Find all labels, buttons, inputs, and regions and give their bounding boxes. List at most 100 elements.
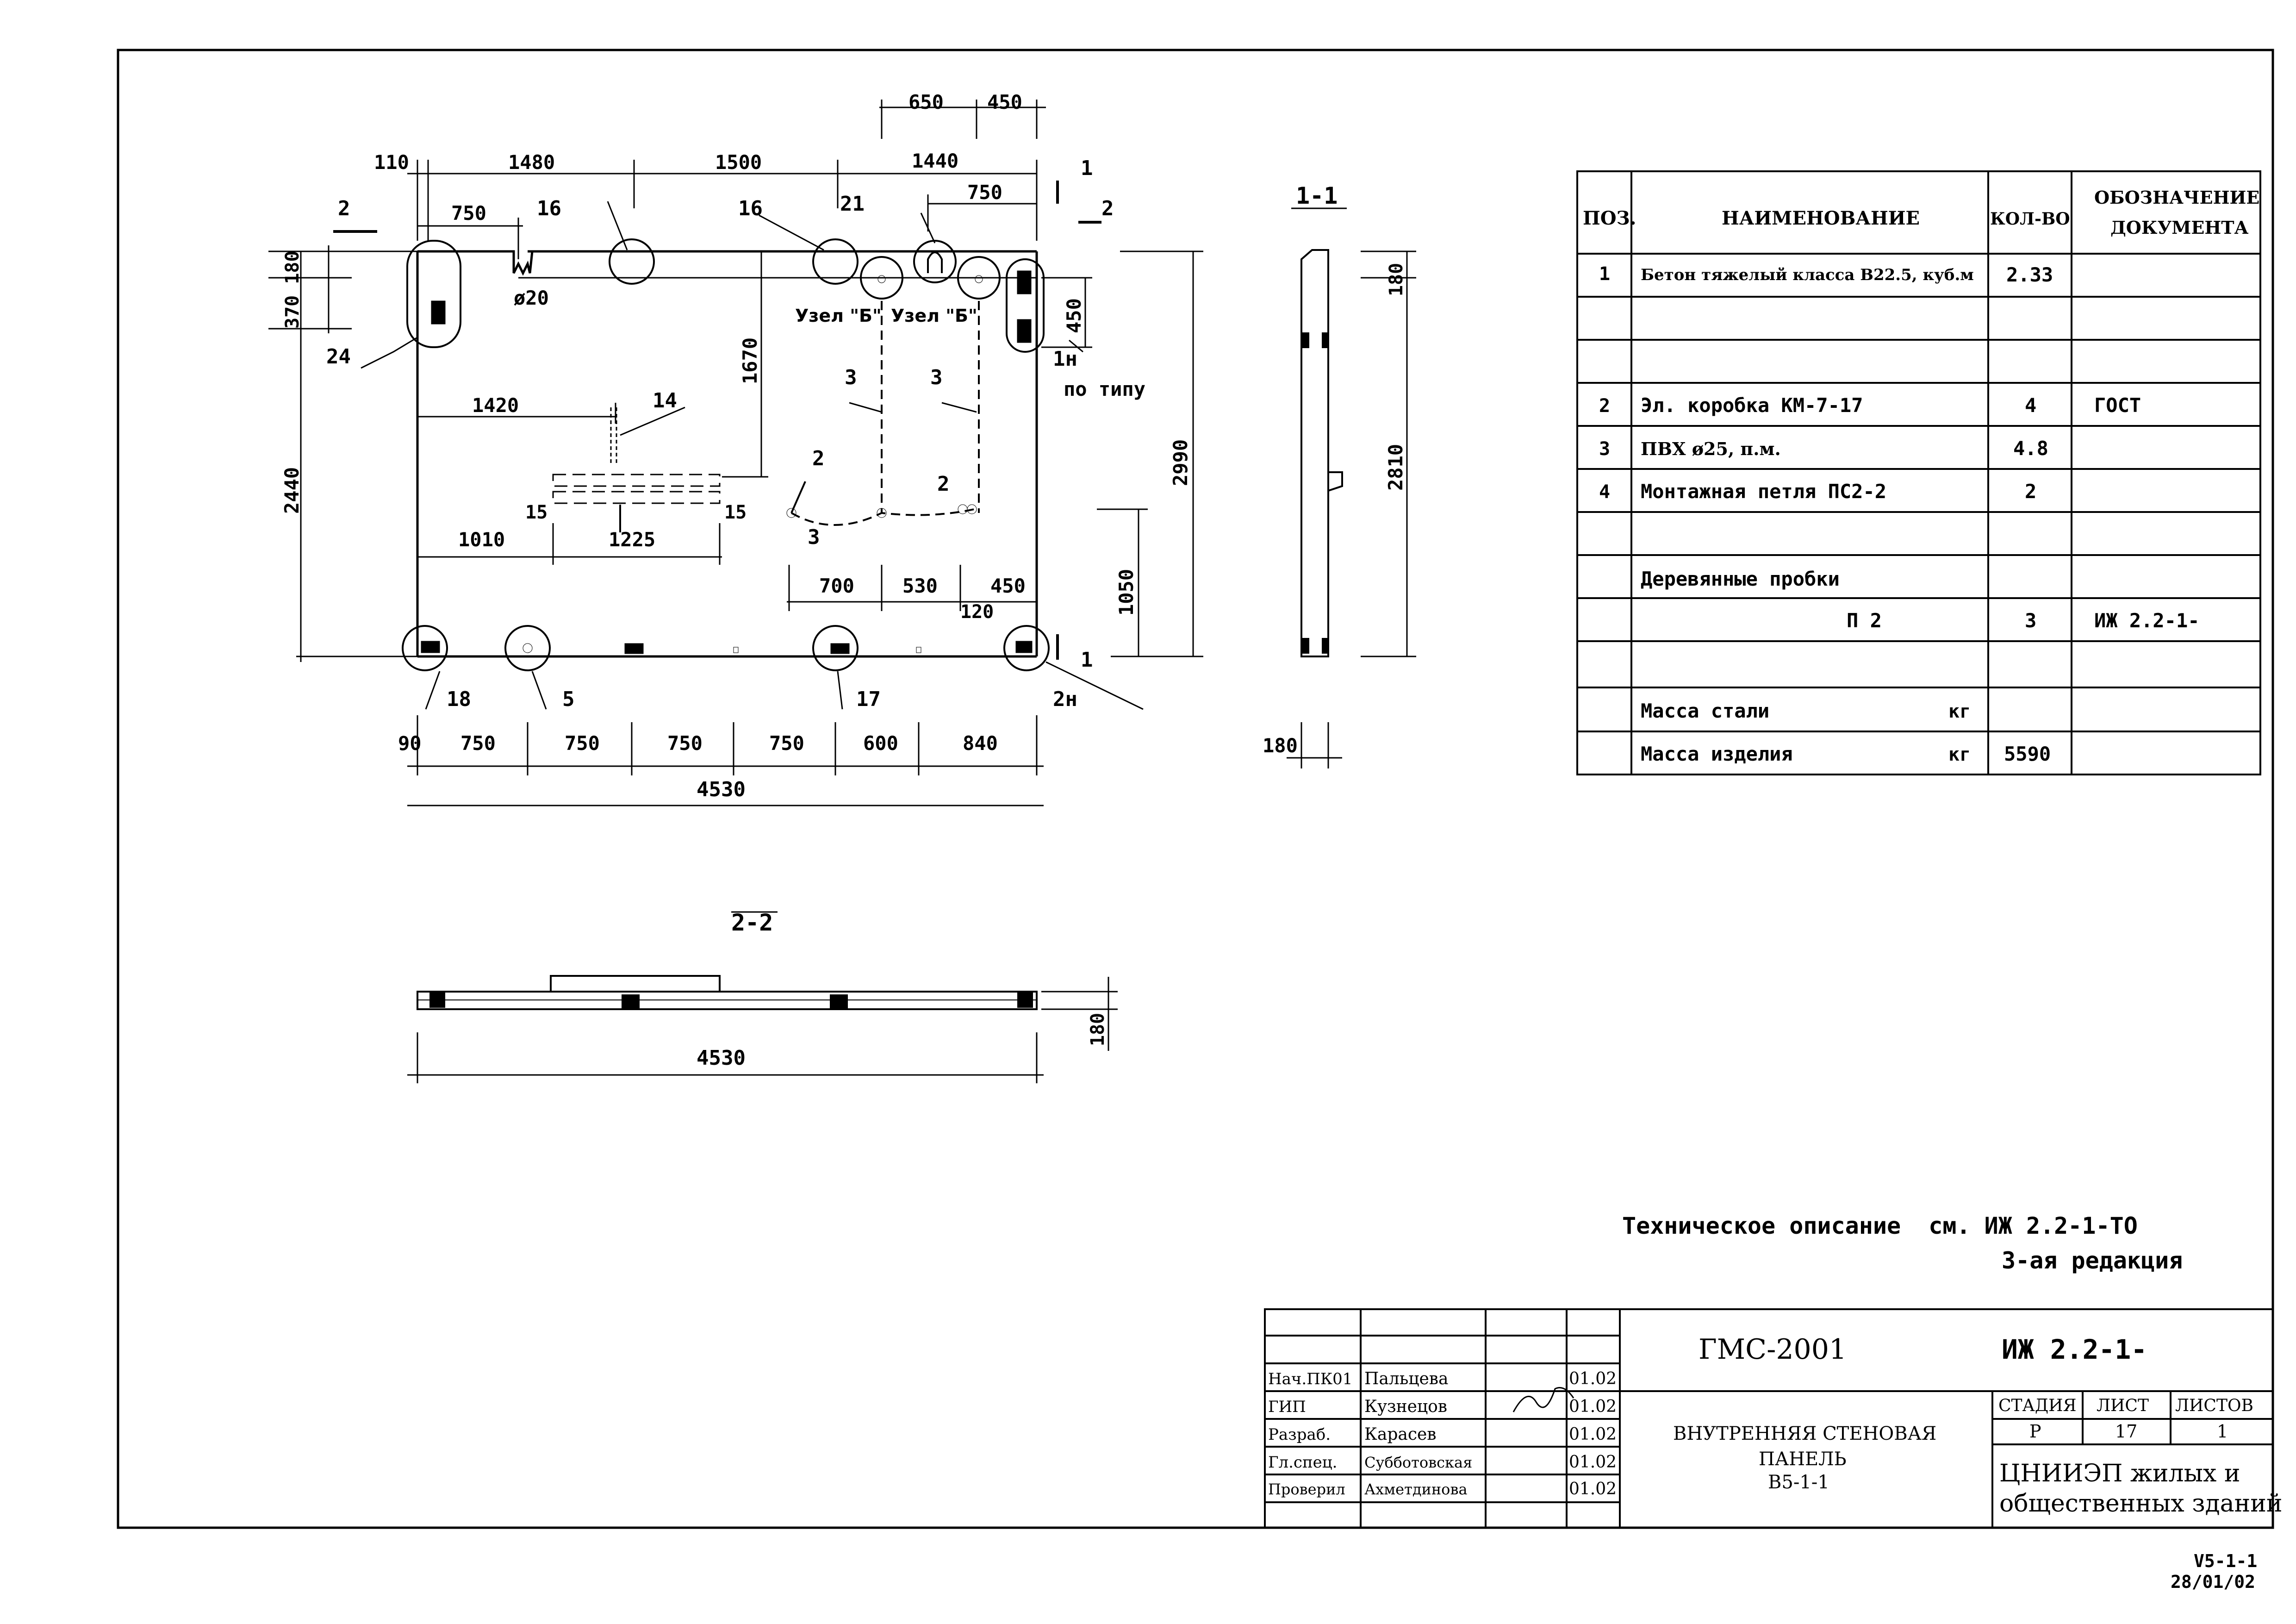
spec-header-doc: ОБОЗНАЧЕНИЕ bbox=[2094, 187, 2259, 208]
dim-450-right: 450 bbox=[1063, 298, 1085, 333]
spec-row12-qty: 5590 bbox=[2004, 743, 2051, 765]
spec-row9-doc: ИЖ 2.2-1- bbox=[2094, 609, 2200, 632]
dim-1420: 1420 bbox=[472, 394, 519, 417]
elevation-dimension-text: 650 450 110 1480 1500 1440 750 750 ø20 1… bbox=[280, 91, 1407, 1070]
spec-row5-name: ПВХ ø25, п.м. bbox=[1641, 438, 1781, 459]
dim-600: 600 bbox=[863, 732, 898, 755]
pos-16-b: 16 bbox=[738, 197, 763, 220]
spec-row1-pos: 1 bbox=[1599, 263, 1610, 285]
dim-4530-elev: 4530 bbox=[697, 778, 746, 801]
dim-700: 700 bbox=[819, 575, 854, 597]
signer-3-date: 01.02 bbox=[1569, 1425, 1617, 1444]
project-code: ГМС-2001 bbox=[1699, 1333, 1847, 1366]
spec-row12-unit: кг bbox=[1948, 744, 1971, 765]
dim-1010: 1010 bbox=[458, 528, 505, 551]
pos-1n: 1н bbox=[1053, 347, 1077, 371]
pos-16-a: 16 bbox=[537, 197, 561, 220]
pos-5: 5 bbox=[562, 687, 575, 711]
dim-750-left: 750 bbox=[451, 202, 486, 225]
spec-row11-unit: кг bbox=[1948, 701, 1971, 722]
pos-17: 17 bbox=[856, 687, 881, 711]
drawing-name-1: ВНУТРЕННЯЯ СТЕНОВАЯ bbox=[1673, 1423, 1936, 1444]
spec-header-name: НАИМЕНОВАНИЕ bbox=[1722, 207, 1920, 229]
dim-450-mid: 450 bbox=[990, 575, 1026, 597]
spec-row6-name: Монтажная петля ПС2-2 bbox=[1641, 480, 1886, 503]
dim-750-b4: 750 bbox=[769, 732, 804, 755]
dim-120: 120 bbox=[960, 601, 994, 623]
spec-header-doc-2: ДОКУМЕНТА bbox=[2110, 217, 2249, 238]
signer-4-date: 01.02 bbox=[1569, 1453, 1617, 1472]
signer-5-name: Ахметдинова bbox=[1364, 1480, 1468, 1498]
dim-530: 530 bbox=[902, 575, 938, 597]
position-labels: 16 16 21 24 14 3 3 3 2 2 18 5 17 1н 2н У… bbox=[326, 156, 1338, 936]
sheet-header: ЛИСТ bbox=[2097, 1396, 2149, 1415]
pos-18: 18 bbox=[447, 687, 471, 711]
pos-2-b: 2 bbox=[937, 472, 950, 496]
sheets-header: ЛИСТОВ bbox=[2175, 1396, 2253, 1415]
spec-row1-name: Бетон тяжелый класса В22.5, куб.м bbox=[1641, 266, 1974, 284]
organization-1: ЦНИИЭП жилых и bbox=[1999, 1460, 2240, 1487]
spec-row9-qty: 3 bbox=[2025, 609, 2036, 632]
cut-1-bottom: 1 bbox=[1081, 648, 1093, 672]
dim-phi20: ø20 bbox=[514, 287, 549, 309]
note-line-2: 3-ая редакция bbox=[2002, 1247, 2183, 1274]
file-id-2: 28/01/02 bbox=[2171, 1572, 2255, 1592]
spec-table: ПОЗ. НАИМЕНОВАНИЕ КОЛ-ВО ОБОЗНАЧЕНИЕ ДОК… bbox=[1583, 187, 2259, 765]
signer-5-date: 01.02 bbox=[1569, 1480, 1617, 1499]
dim-2810: 2810 bbox=[1384, 444, 1407, 491]
spec-row4-name: Эл. коробка КМ-7-17 bbox=[1641, 394, 1863, 417]
pos-24: 24 bbox=[326, 345, 351, 369]
dim-1225: 1225 bbox=[609, 528, 655, 551]
dim-370-180: 370 180 bbox=[282, 250, 303, 329]
signer-1-role: Нач.ПК01 bbox=[1268, 1370, 1352, 1388]
spec-row4-doc: ГОСТ bbox=[2094, 394, 2141, 417]
organization-2: общественных зданий bbox=[1999, 1490, 2283, 1518]
dim-750-right: 750 bbox=[967, 181, 1002, 204]
dim-1440: 1440 bbox=[912, 150, 958, 172]
node-b-label-2: Узел "Б" bbox=[891, 306, 977, 326]
dim-2440: 2440 bbox=[280, 467, 303, 514]
title-block: ГМС-2001 ИЖ 2.2-1- ВНУТРЕННЯЯ СТЕНОВАЯ П… bbox=[1268, 1333, 2283, 1518]
dim-1480: 1480 bbox=[508, 151, 555, 174]
signer-3-role: Разраб. bbox=[1268, 1425, 1331, 1444]
dim-110: 110 bbox=[374, 151, 409, 174]
pos-3-b: 3 bbox=[930, 366, 943, 389]
pos-2n: 2н bbox=[1053, 687, 1077, 711]
signer-2-role: ГИП bbox=[1268, 1398, 1306, 1416]
dim-90: 90 bbox=[398, 732, 422, 755]
spec-row1-qty: 2.33 bbox=[2006, 263, 2053, 286]
dim-1500: 1500 bbox=[715, 151, 762, 174]
section-1-1 bbox=[1287, 207, 1416, 768]
pos-14: 14 bbox=[653, 389, 677, 412]
section-2-2 bbox=[407, 911, 1118, 1083]
spec-header-qty: КОЛ-ВО bbox=[1990, 209, 2070, 229]
cut-1-top: 1 bbox=[1081, 156, 1093, 180]
signer-5-role: Проверил bbox=[1268, 1480, 1345, 1498]
sheet-frame bbox=[117, 49, 2274, 1529]
dim-750-b3: 750 bbox=[667, 732, 703, 755]
panel-elevation bbox=[402, 238, 1050, 671]
pos-3-a: 3 bbox=[845, 366, 857, 389]
dim-1670: 1670 bbox=[739, 337, 761, 384]
section-1-1-title: 1-1 bbox=[1296, 182, 1338, 209]
spec-row6-pos: 4 bbox=[1599, 481, 1610, 503]
spec-row12-name: Масса изделия bbox=[1641, 743, 1793, 765]
signer-2-date: 01.02 bbox=[1569, 1397, 1617, 1416]
signer-1-date: 01.02 bbox=[1569, 1369, 1617, 1388]
signer-2-name: Кузнецов bbox=[1364, 1397, 1447, 1416]
spec-table-grid bbox=[1576, 170, 2261, 775]
drawing-name-2: ПАНЕЛЬ bbox=[1759, 1449, 1847, 1470]
title-block-grid bbox=[1264, 1308, 2274, 1529]
node-b-label-1: Узел "Б" bbox=[795, 306, 882, 326]
dim-840: 840 bbox=[963, 732, 998, 755]
spec-row5-pos: 3 bbox=[1599, 438, 1610, 460]
cut-2-right: 2 bbox=[1101, 197, 1114, 220]
spec-row4-qty: 4 bbox=[2025, 394, 2036, 417]
technical-note: Техническое описание см. ИЖ 2.2-1-ТО 3-а… bbox=[1622, 1212, 2183, 1274]
dim-4530-sec: 4530 bbox=[697, 1046, 746, 1070]
signer-3-name: Карасев bbox=[1364, 1425, 1437, 1444]
signer-4-role: Гл.спец. bbox=[1268, 1453, 1337, 1472]
dim-180-sec22: 180 bbox=[1087, 1013, 1108, 1046]
by-type-note: по типу bbox=[1064, 378, 1145, 400]
drawing-name-3: В5-1-1 bbox=[1768, 1472, 1829, 1493]
